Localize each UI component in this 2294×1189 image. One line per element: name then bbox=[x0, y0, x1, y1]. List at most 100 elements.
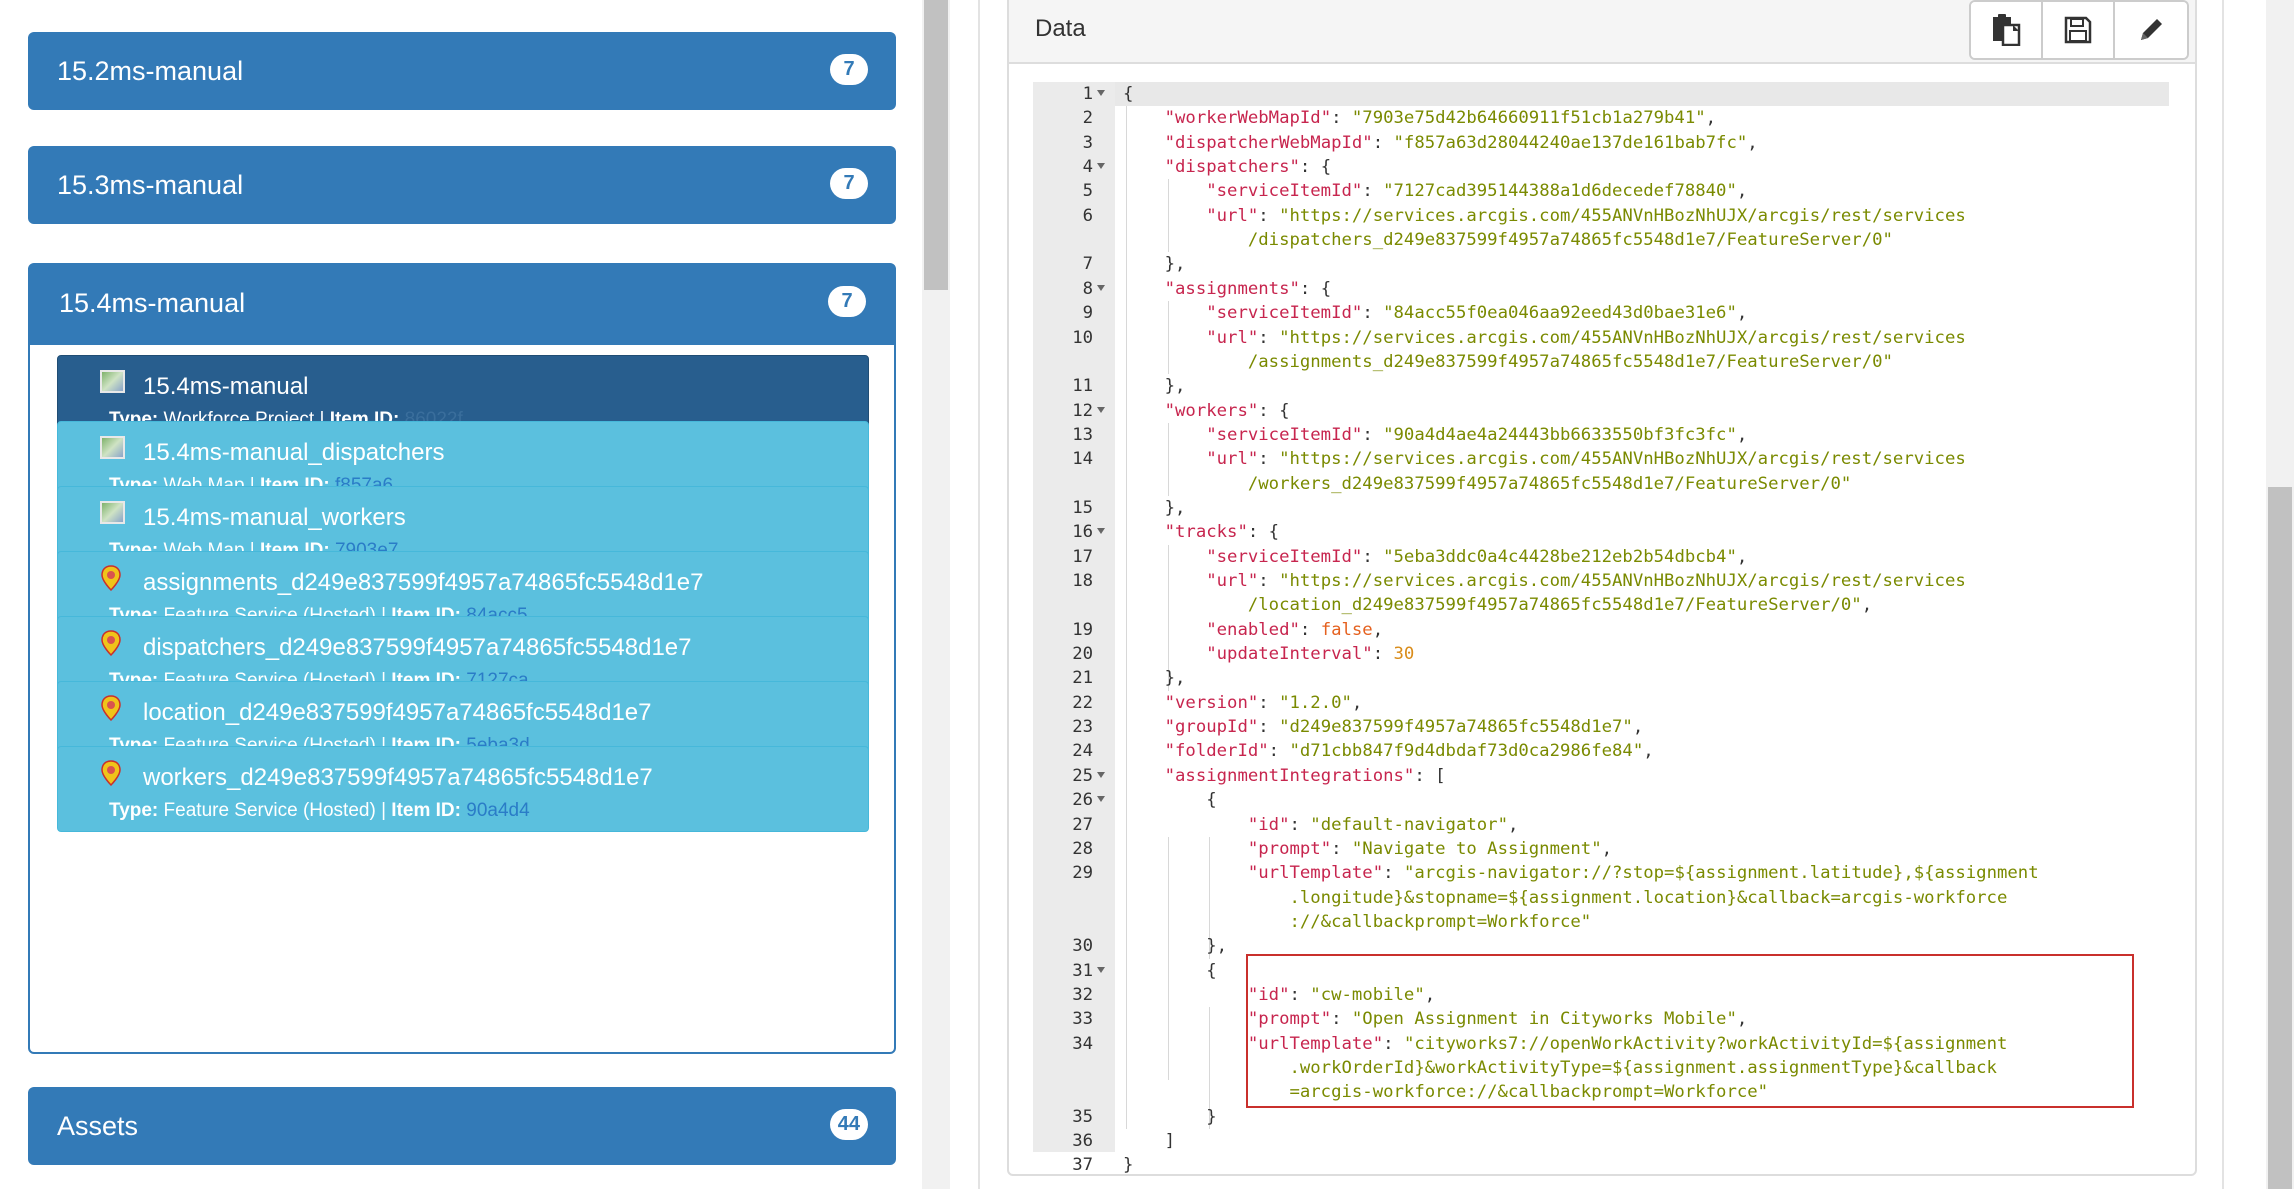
line-text: "urlTemplate": "arcgis-navigator://?stop… bbox=[1247, 863, 2039, 884]
save-button[interactable] bbox=[2043, 2, 2115, 58]
indent-guide bbox=[1167, 836, 1169, 1081]
line-text: .workOrderId}&workActivityType=${assignm… bbox=[1289, 1058, 1997, 1078]
line-text: ://&callbackprompt=Workforce" bbox=[1289, 911, 1592, 932]
line-number: 4 bbox=[1082, 157, 1093, 178]
line-number: 15 bbox=[1072, 497, 1093, 518]
indent-guide bbox=[1167, 301, 1169, 375]
line-number: 8 bbox=[1082, 278, 1093, 299]
left-scrollbar[interactable] bbox=[922, 0, 950, 1189]
line-text: }, bbox=[1123, 668, 1186, 689]
fold-toggle-icon[interactable] bbox=[1097, 90, 1105, 96]
line-number: 2 bbox=[1082, 108, 1093, 129]
line-number: 37 bbox=[1072, 1155, 1093, 1176]
line-text: "workers": { bbox=[1164, 400, 1290, 421]
group-header-assets[interactable]: Assets 44 bbox=[28, 1087, 896, 1165]
line-number: 28 bbox=[1072, 838, 1093, 859]
group-header-15-2[interactable]: 15.2ms-manual 7 bbox=[28, 32, 896, 110]
line-text: }, bbox=[1123, 936, 1228, 957]
line-number: 26 bbox=[1072, 790, 1093, 811]
indent-guide bbox=[1167, 179, 1169, 253]
item-name: assignments_d249e837599f4957a74865fc5548… bbox=[143, 569, 704, 596]
fold-toggle-icon[interactable] bbox=[1097, 284, 1105, 291]
indent-guide bbox=[1167, 422, 1169, 496]
line-text: "updateInterval": 30 bbox=[1206, 644, 1415, 665]
line-text: }, bbox=[1123, 254, 1186, 275]
line-text: /dispatchers_d249e837599f4957a74865fc554… bbox=[1247, 230, 1893, 251]
line-number: 36 bbox=[1072, 1131, 1093, 1152]
line-text: =arcgis-workforce://&callbackprompt=Work… bbox=[1289, 1082, 1769, 1103]
line-text: /location_d249e837599f4957a74865fc5548d1… bbox=[1247, 595, 1873, 616]
floppy-disk-icon bbox=[2064, 16, 2092, 44]
scrollbar-thumb[interactable] bbox=[2268, 487, 2292, 1189]
group-header-15-4[interactable]: 15.4ms-manual 7 bbox=[30, 265, 894, 345]
line-number: 14 bbox=[1072, 449, 1093, 470]
line-text: "dispatcherWebMapId": "f857a63d28044240a… bbox=[1164, 132, 1758, 153]
item-name: workers_d249e837599f4957a74865fc5548d1e7 bbox=[143, 764, 653, 791]
line-number-gutter bbox=[1033, 82, 1115, 1152]
edit-button[interactable] bbox=[2115, 2, 2187, 58]
line-number: 18 bbox=[1072, 571, 1093, 591]
line-number: 30 bbox=[1072, 936, 1093, 957]
line-number: 7 bbox=[1082, 254, 1093, 275]
group-title: 15.3ms-manual bbox=[57, 170, 244, 200]
fold-toggle-icon[interactable] bbox=[1097, 163, 1105, 170]
line-text: "workerWebMapId": "7903e75d42b64660911f5… bbox=[1164, 108, 1717, 129]
pencil-icon bbox=[2141, 19, 2162, 40]
line-number: 16 bbox=[1072, 522, 1093, 543]
line-text: { bbox=[1123, 790, 1217, 811]
line-number: 25 bbox=[1072, 765, 1093, 786]
line-number: 33 bbox=[1072, 1009, 1093, 1030]
group-title: 15.4ms-manual bbox=[59, 288, 246, 318]
count-badge: 44 bbox=[829, 1109, 868, 1140]
line-text: "dispatchers": { bbox=[1164, 157, 1332, 178]
item-id-value: 90a4d4 bbox=[466, 800, 530, 821]
map-thumbnail-icon bbox=[100, 370, 125, 393]
fold-toggle-icon[interactable] bbox=[1097, 966, 1105, 973]
clipboard-icon bbox=[1993, 14, 2021, 46]
data-panel-header: Data bbox=[1009, 0, 2195, 64]
line-text: "url": "https://services.arcgis.com/455A… bbox=[1206, 327, 1966, 348]
line-number: 29 bbox=[1072, 863, 1093, 884]
line-text: }, bbox=[1123, 376, 1186, 397]
line-number: 17 bbox=[1072, 546, 1093, 567]
line-text: "version": "1.2.0", bbox=[1164, 692, 1363, 713]
item-name: 15.4ms-manual_workers bbox=[143, 504, 406, 531]
divider bbox=[2222, 0, 2224, 1189]
line-number: 3 bbox=[1082, 132, 1093, 153]
fold-toggle-icon[interactable] bbox=[1097, 771, 1105, 778]
line-text: ] bbox=[1123, 1131, 1176, 1152]
line-text: "prompt": "Open Assignment in Cityworks … bbox=[1247, 1009, 1748, 1030]
group-header-15-3[interactable]: 15.3ms-manual 7 bbox=[28, 146, 896, 224]
json-editor[interactable]: 1{2 "workerWebMapId": "7903e75d42b646609… bbox=[1033, 82, 2169, 1175]
data-panel: Data bbox=[1007, 0, 2197, 1176]
item-row[interactable]: workers_d249e837599f4957a74865fc5548d1e7… bbox=[57, 746, 869, 832]
feature-service-pin-icon bbox=[101, 695, 121, 721]
line-text: "serviceItemId": "84acc55f0ea046aa92eed4… bbox=[1206, 303, 1748, 324]
line-text: }, bbox=[1123, 497, 1186, 518]
line-text: "serviceItemId": "5eba3ddc0a4c4428be212e… bbox=[1206, 546, 1748, 567]
line-number: 19 bbox=[1072, 619, 1093, 640]
item-name: 15.4ms-manual bbox=[143, 373, 309, 400]
code-area[interactable]: 1{2 "workerWebMapId": "7903e75d42b646609… bbox=[1033, 82, 2169, 1175]
line-number: 32 bbox=[1072, 984, 1093, 1005]
item-name: location_d249e837599f4957a74865fc5548d1e… bbox=[143, 699, 652, 726]
divider bbox=[978, 0, 980, 1189]
fold-toggle-icon[interactable] bbox=[1097, 796, 1105, 803]
copy-button[interactable] bbox=[1971, 2, 2043, 58]
feature-service-pin-icon bbox=[101, 760, 121, 786]
line-number: 10 bbox=[1072, 327, 1093, 348]
line-text: "tracks": { bbox=[1164, 522, 1280, 543]
line-number: 9 bbox=[1082, 303, 1093, 324]
line-text: .longitude}&stopname=${assignment.locati… bbox=[1289, 887, 2008, 908]
line-text: "assignments": { bbox=[1164, 278, 1332, 299]
scrollbar-thumb[interactable] bbox=[924, 0, 948, 290]
item-id-label: Item ID: bbox=[391, 800, 461, 821]
fold-toggle-icon[interactable] bbox=[1097, 406, 1105, 413]
data-toolbar bbox=[1969, 0, 2189, 60]
data-panel-title: Data bbox=[1035, 15, 1086, 42]
line-number: 23 bbox=[1072, 717, 1093, 738]
line-number: 27 bbox=[1072, 814, 1093, 835]
right-scrollbar[interactable] bbox=[2266, 0, 2294, 1189]
line-number: 12 bbox=[1072, 400, 1093, 421]
fold-toggle-icon[interactable] bbox=[1097, 528, 1105, 535]
